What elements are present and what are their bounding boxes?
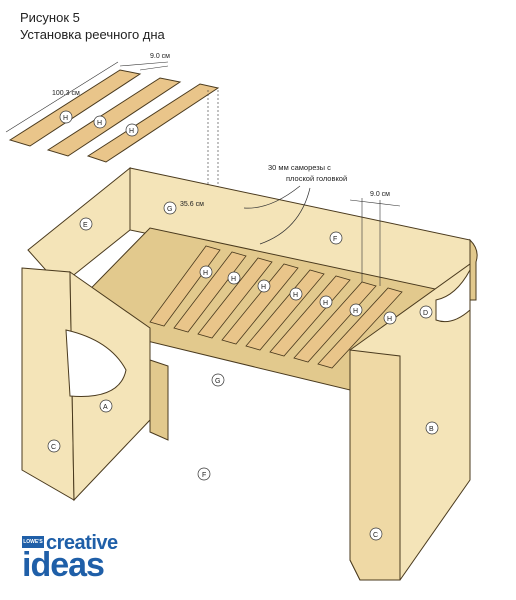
marker-h9: H <box>349 303 363 317</box>
svg-text:C: C <box>51 444 56 451</box>
left-leg-panel <box>21 267 75 501</box>
spacing-dim-lines <box>349 198 401 286</box>
svg-text:G: G <box>167 206 172 213</box>
marker-h4: H <box>199 265 213 279</box>
slat-spacing-label: 9.0 см <box>370 191 390 198</box>
marker-h10: H <box>383 311 397 325</box>
marker-h2: H <box>93 115 107 129</box>
right-end-cutout <box>435 269 471 323</box>
svg-text:H: H <box>353 308 358 315</box>
loose-slat-3 <box>86 83 220 163</box>
marker-e: E <box>79 217 93 231</box>
screws-leader-2 <box>259 187 311 245</box>
marker-a: A <box>99 399 113 413</box>
logo-ideas-text: ideas <box>22 546 105 584</box>
svg-text:H: H <box>97 120 102 127</box>
slat-length-label: 100.3 см <box>52 90 80 97</box>
marker-g2: G <box>211 373 225 387</box>
marker-h7: H <box>289 287 303 301</box>
loose-slat-1 <box>8 69 142 147</box>
svg-text:H: H <box>231 276 236 283</box>
loose-slat-2 <box>46 77 182 157</box>
part-markers: H H H E F G G A C C B F D H H H H H H H <box>47 110 439 541</box>
lowes-creative-ideas-logo: LOWE'S creative ideas <box>22 532 142 586</box>
svg-text:H: H <box>63 115 68 122</box>
marker-f1: F <box>329 231 343 245</box>
marker-d: D <box>419 305 433 319</box>
marker-h3: H <box>125 123 139 137</box>
marker-f2: F <box>197 467 211 481</box>
marker-h6: H <box>257 279 271 293</box>
slat-width-label: 9.0 см <box>150 53 170 60</box>
lowes-brand-badge: LOWE'S <box>22 536 44 548</box>
marker-c1: C <box>47 439 61 453</box>
svg-text:D: D <box>423 310 428 317</box>
screws-label-line2: плоской головкой <box>286 174 347 183</box>
svg-text:B: B <box>429 426 434 433</box>
marker-h5: H <box>227 271 241 285</box>
left-leg-cutout <box>65 329 127 397</box>
marker-c2: C <box>369 527 383 541</box>
marker-h8: H <box>319 295 333 309</box>
rail-gap-label: 35.6 см <box>180 201 204 208</box>
figure-subtitle: Установка реечного дна <box>20 27 165 42</box>
svg-text:C: C <box>373 532 378 539</box>
headboard-top <box>469 238 478 301</box>
svg-text:F: F <box>333 236 337 243</box>
svg-text:H: H <box>387 316 392 323</box>
svg-text:H: H <box>323 300 328 307</box>
bed-slats <box>149 245 403 369</box>
svg-text:G: G <box>215 378 220 385</box>
svg-text:F: F <box>202 472 206 479</box>
loose-slats <box>8 69 220 163</box>
svg-text:H: H <box>129 128 134 135</box>
marker-b: B <box>425 421 439 435</box>
svg-text:H: H <box>261 284 266 291</box>
left-rear-leg <box>149 359 169 441</box>
figure-title: Рисунок 5 <box>20 10 80 25</box>
svg-text:E: E <box>83 222 88 229</box>
screws-label-line1: 30 мм саморезы с <box>268 163 331 172</box>
right-end-front <box>349 349 401 581</box>
svg-text:H: H <box>293 292 298 299</box>
svg-text:H: H <box>203 270 208 277</box>
screws-leader <box>243 185 301 209</box>
svg-text:A: A <box>103 404 108 411</box>
slat-dimensions <box>5 61 169 133</box>
marker-h1: H <box>59 110 73 124</box>
marker-g1: G <box>163 201 177 215</box>
logo-creative-text: creative <box>46 532 118 554</box>
